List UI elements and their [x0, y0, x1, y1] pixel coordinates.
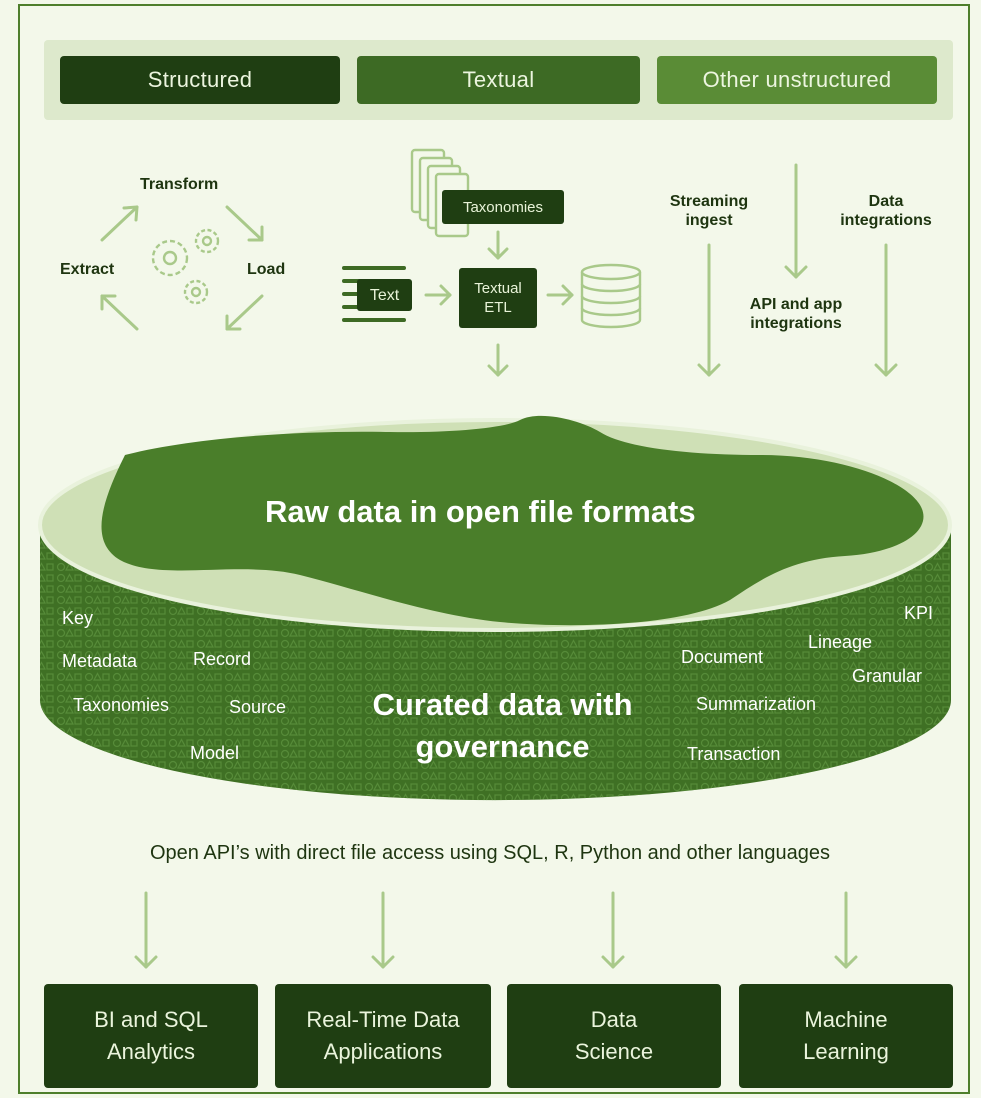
etl-transform-label: Transform	[140, 176, 219, 193]
tag-document: Document	[681, 647, 764, 667]
textual-pipeline-arrows	[424, 230, 574, 377]
integration-arrows	[697, 163, 898, 377]
etl-load-label: Load	[247, 261, 286, 278]
tag-model: Model	[190, 743, 240, 763]
open-api-access-text: Open API’s with direct file access using…	[149, 842, 831, 864]
tag-summarization: Summarization	[696, 694, 817, 714]
tag-metadata: Metadata	[62, 651, 138, 671]
textual-etl-line1: Textual	[474, 280, 522, 297]
gears-icon	[151, 228, 220, 305]
etl-cycle-arrows	[100, 205, 264, 331]
tag-granular: Granular	[852, 666, 923, 686]
consumer-arrows	[134, 891, 858, 969]
textual-etl-line2: ETL	[484, 299, 512, 316]
tag-record: Record	[193, 649, 252, 669]
tag-kpi: KPI	[904, 603, 934, 623]
source-textual: Textual	[357, 56, 640, 104]
tag-transaction: Transaction	[687, 744, 781, 764]
database-icon	[580, 263, 642, 329]
raw-data-title: Raw data in open file formats	[265, 494, 696, 529]
frame-border	[18, 4, 970, 1094]
taxonomies-box: Taxonomies	[442, 190, 564, 224]
text-box: Text	[357, 279, 412, 311]
tag-key: Key	[62, 608, 94, 628]
etl-extract-label: Extract	[60, 261, 115, 278]
textual-etl-box: Textual ETL	[459, 268, 537, 328]
data-lake-disk	[38, 415, 952, 801]
source-structured: Structured	[60, 56, 340, 104]
tag-source: Source	[229, 697, 287, 717]
source-other-unstructured: Other unstructured	[657, 56, 937, 104]
tag-taxonomies: Taxonomies	[73, 695, 170, 715]
raw-data-pool	[101, 415, 924, 626]
tag-lineage: Lineage	[808, 632, 873, 652]
